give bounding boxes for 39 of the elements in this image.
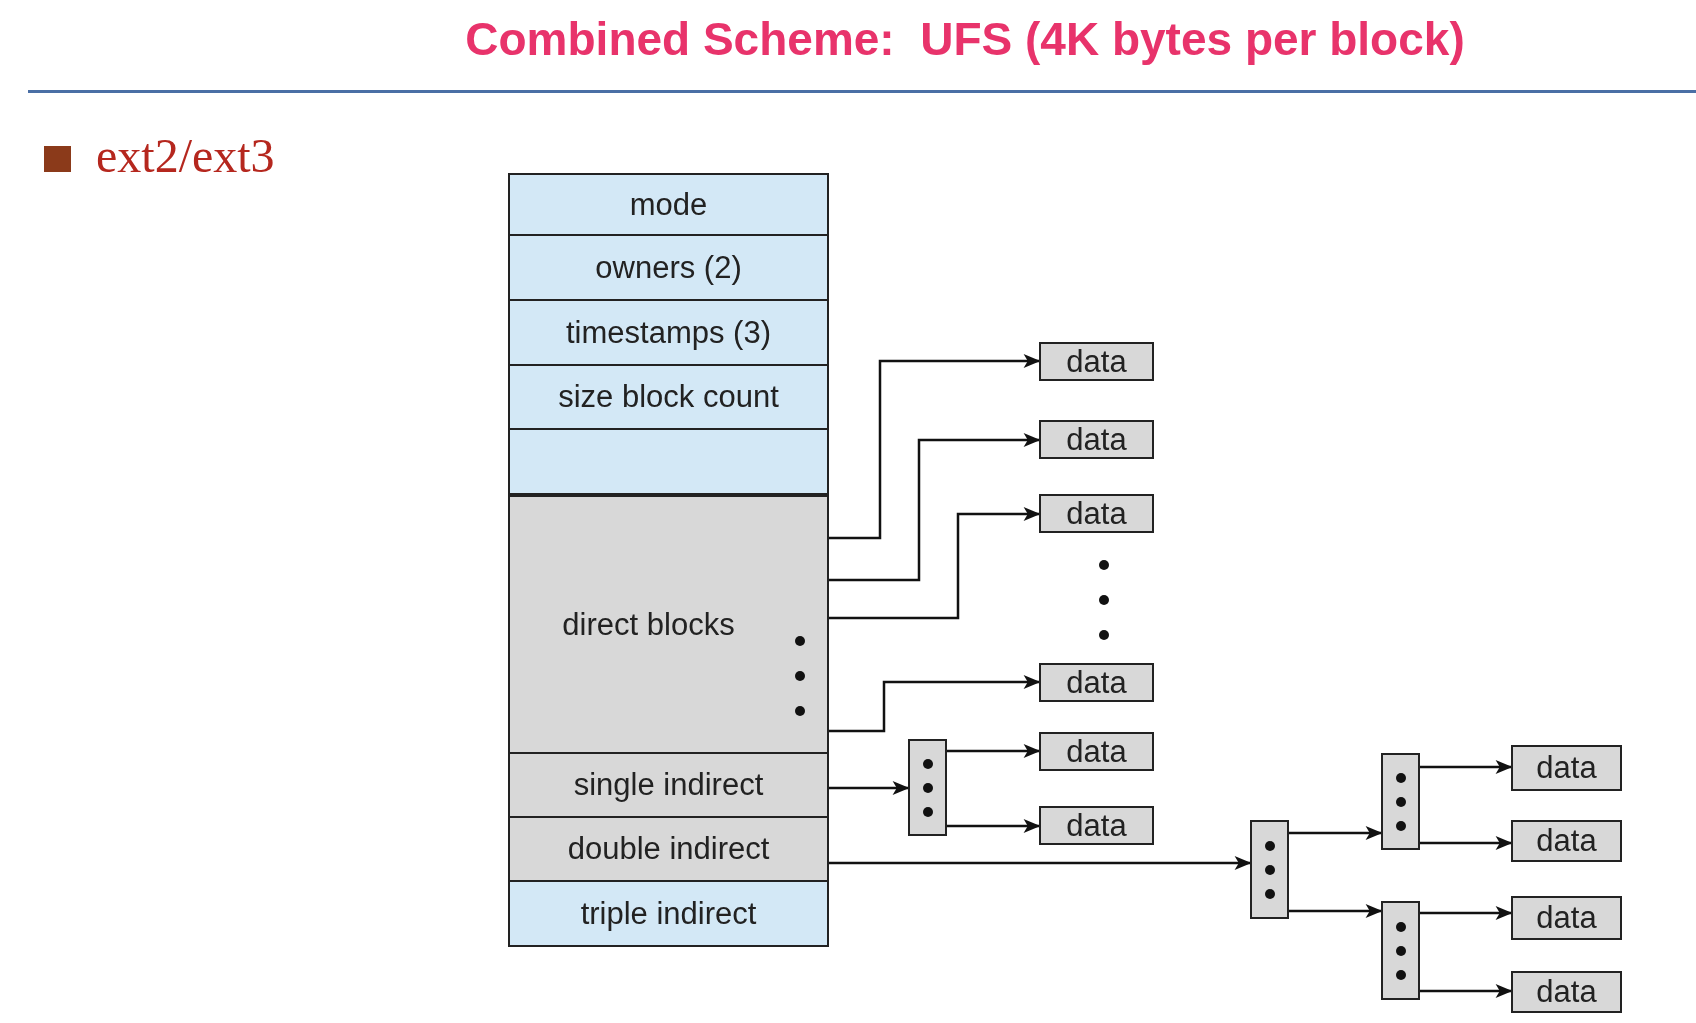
inode-field: size block count xyxy=(508,366,829,430)
arrow xyxy=(947,744,1041,758)
data-block: data xyxy=(1511,896,1622,940)
arrow xyxy=(829,433,1041,582)
arrow xyxy=(1289,904,1383,918)
data-block: data xyxy=(1039,806,1154,845)
data-block: data xyxy=(1039,494,1154,533)
arrow xyxy=(1420,836,1513,850)
data-block: data xyxy=(1039,663,1154,702)
arrow xyxy=(829,856,1252,870)
index-block xyxy=(1250,820,1289,919)
data-block: data xyxy=(1039,732,1154,771)
index-block xyxy=(1381,901,1420,1000)
arrow xyxy=(829,354,1041,540)
data-block: data xyxy=(1039,420,1154,459)
inode-field: owners (2) xyxy=(508,236,829,301)
slide-title: Combined Scheme: UFS (4K bytes per block) xyxy=(464,12,1466,66)
arrow xyxy=(1420,760,1513,774)
arrow xyxy=(947,819,1041,833)
inode-field: single indirect xyxy=(508,754,829,818)
arrow xyxy=(829,675,1041,733)
arrow xyxy=(1420,906,1513,920)
inode-field: mode xyxy=(508,173,829,236)
arrow xyxy=(829,507,1041,620)
data-block: data xyxy=(1511,971,1622,1013)
inode-field: direct blocks xyxy=(508,495,829,754)
arrow xyxy=(829,781,910,795)
inode-field xyxy=(508,430,829,495)
data-block: data xyxy=(1039,342,1154,381)
arrow xyxy=(1420,984,1513,998)
inode-field: timestamps (3) xyxy=(508,301,829,366)
data-block: data xyxy=(1511,820,1622,862)
data-block: data xyxy=(1511,745,1622,791)
inode-field: triple indirect xyxy=(508,882,829,947)
bullet-text: ext2/ext3 xyxy=(96,128,275,183)
index-block xyxy=(1381,753,1420,850)
inode-field: double indirect xyxy=(508,818,829,882)
arrow xyxy=(1289,826,1383,840)
index-block xyxy=(908,739,947,836)
